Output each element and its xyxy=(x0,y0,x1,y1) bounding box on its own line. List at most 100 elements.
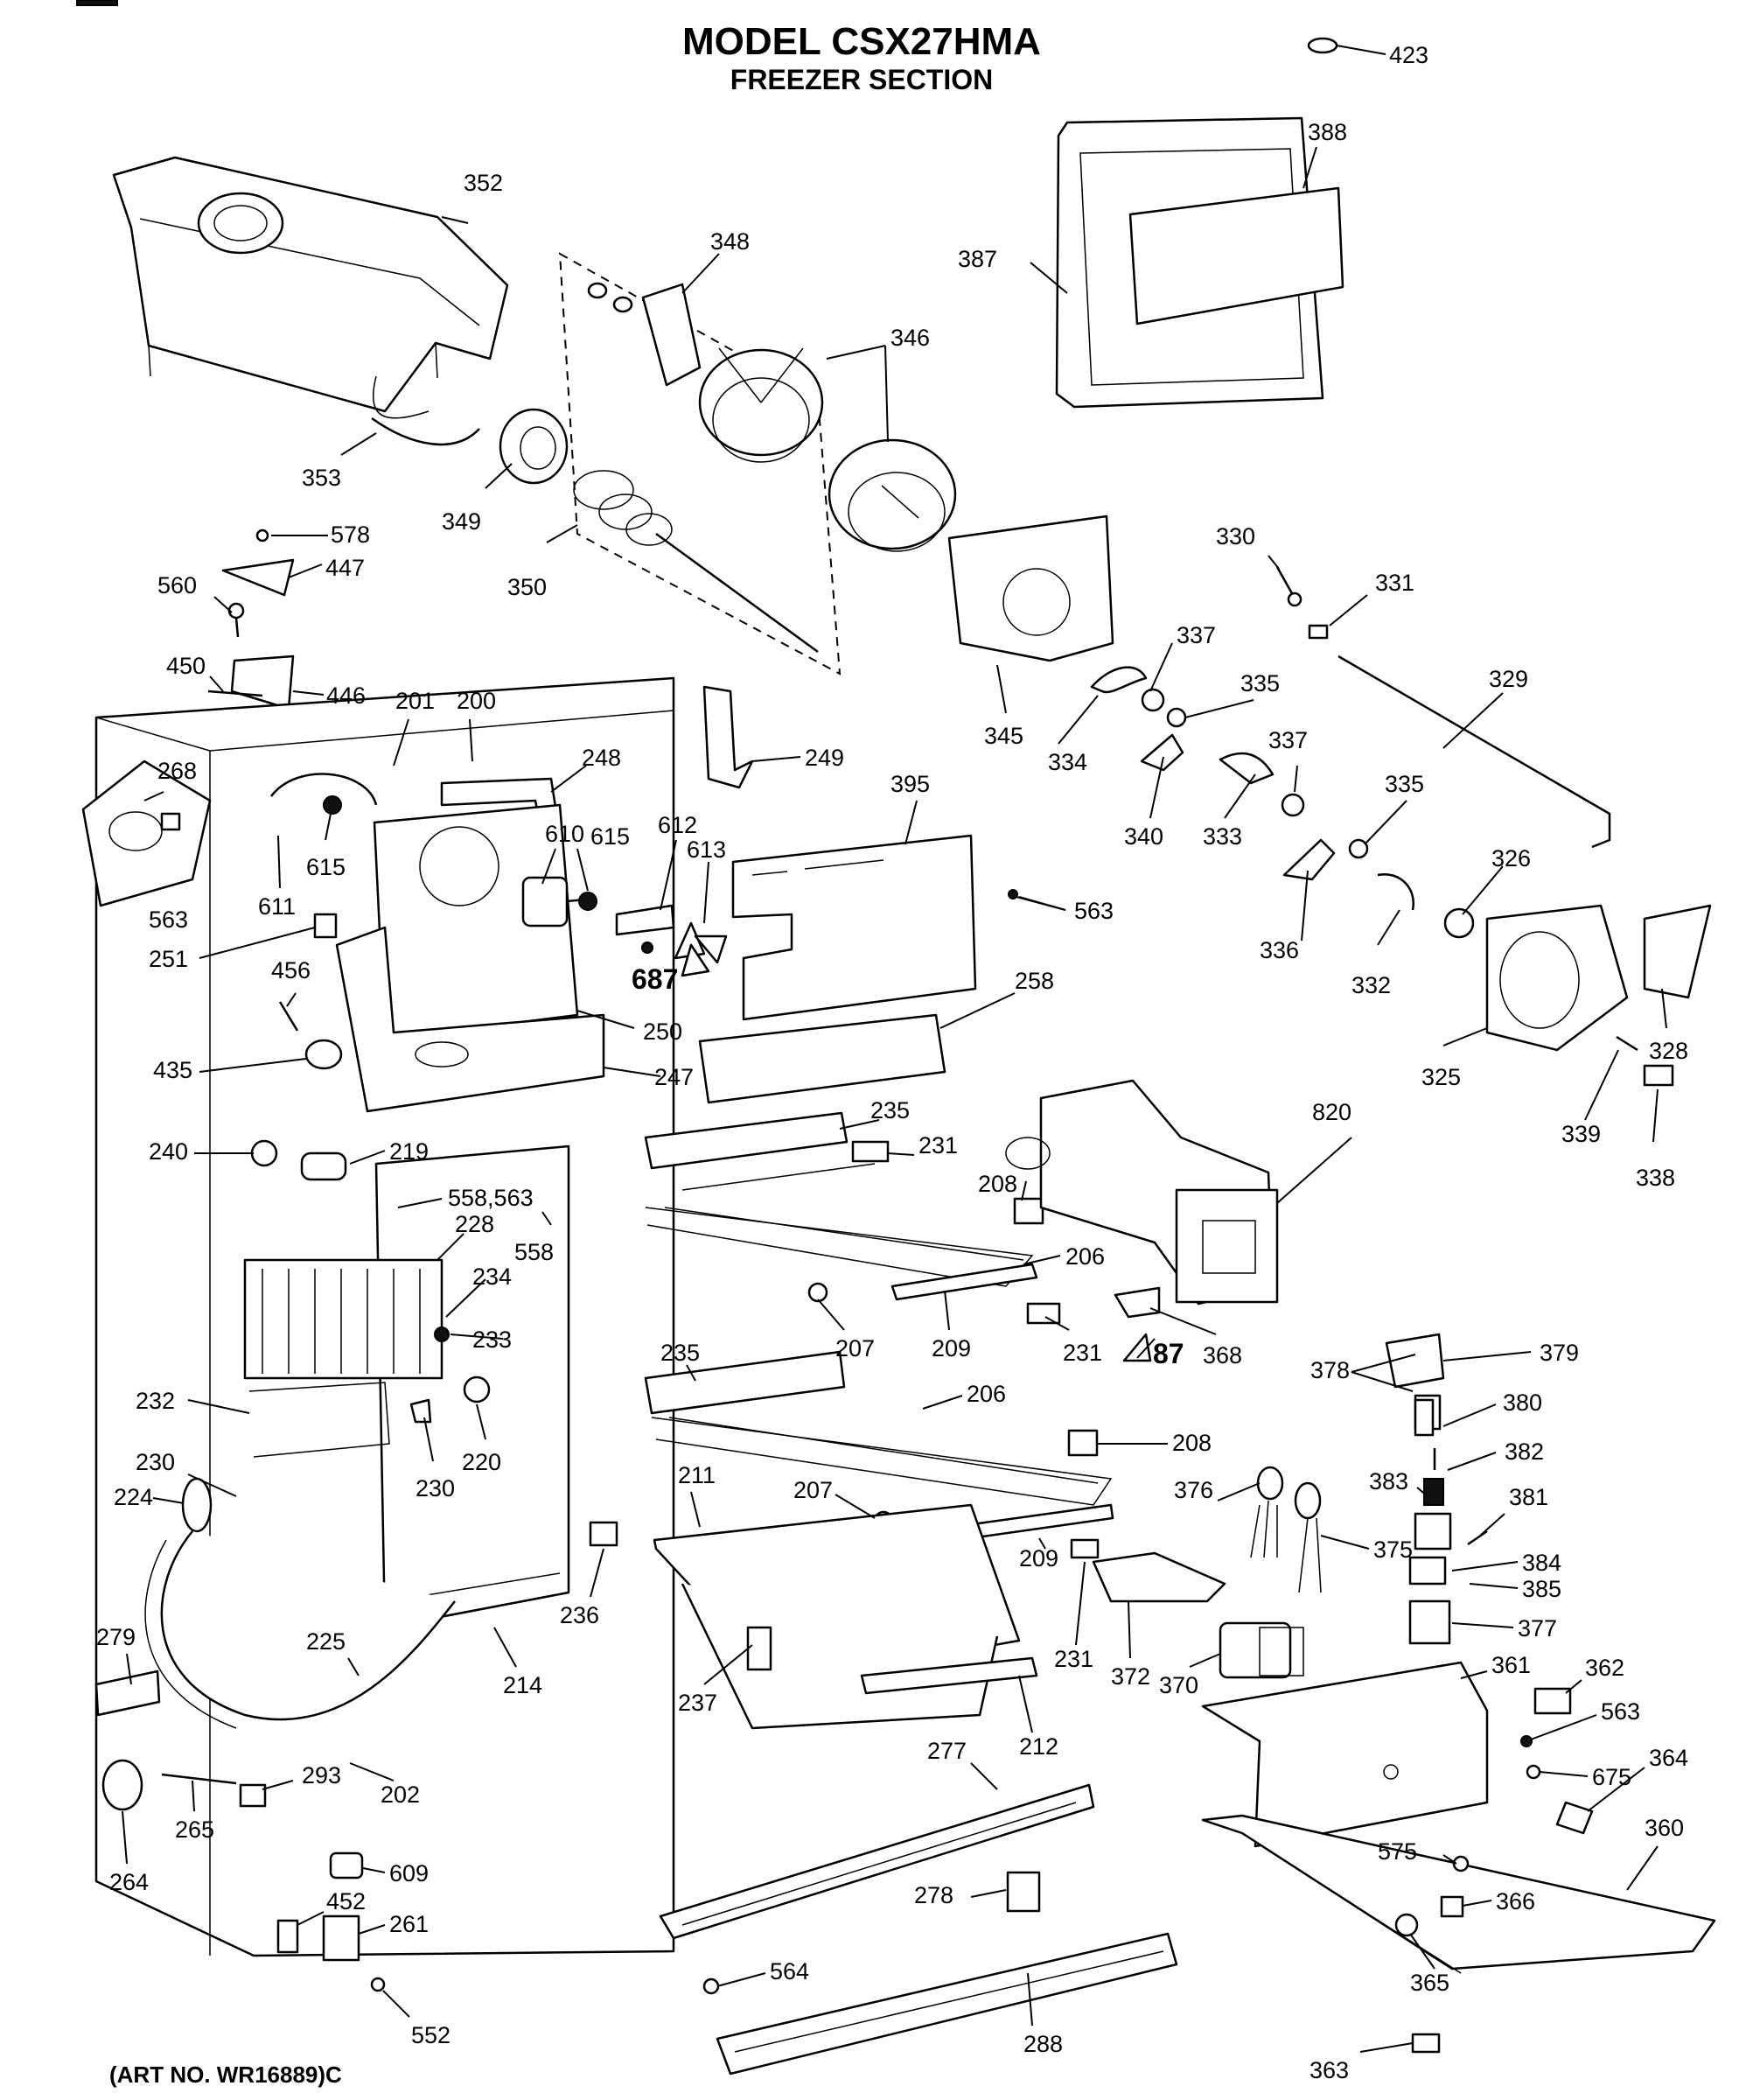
part-578-screw xyxy=(255,528,269,542)
label-206a: 206 xyxy=(1065,1243,1105,1270)
label-325: 325 xyxy=(1421,1064,1461,1090)
label-383: 383 xyxy=(1369,1468,1408,1494)
label-379: 379 xyxy=(1540,1340,1579,1366)
part-360-drip-tray xyxy=(1201,1814,1716,1974)
label-350: 350 xyxy=(507,574,547,600)
part-611-bracket xyxy=(270,773,378,806)
part-329-rod xyxy=(1337,654,1611,849)
label-329: 329 xyxy=(1489,666,1528,692)
label-360: 360 xyxy=(1645,1815,1684,1841)
label-293: 293 xyxy=(302,1762,341,1788)
part-331-clip xyxy=(1308,624,1329,640)
label-235a: 235 xyxy=(870,1097,910,1124)
part-375-harness xyxy=(1294,1481,1322,1593)
label-202: 202 xyxy=(381,1782,420,1808)
label-395: 395 xyxy=(890,771,930,797)
part-231c-support xyxy=(1070,1538,1100,1559)
part-563b-screw xyxy=(1008,889,1018,900)
part-207a-nut xyxy=(807,1282,828,1303)
label-212: 212 xyxy=(1019,1733,1058,1760)
part-325-motor xyxy=(1443,904,1629,1052)
label-251: 251 xyxy=(149,946,188,972)
part-337b-spring xyxy=(1281,793,1305,817)
label-264: 264 xyxy=(109,1869,149,1895)
label-268: 268 xyxy=(157,758,197,784)
label-611: 611 xyxy=(258,893,296,920)
part-278-bracket xyxy=(1006,1871,1041,1913)
label-552: 552 xyxy=(411,2022,450,2048)
label-207b: 207 xyxy=(793,1477,833,1503)
label-615b: 615 xyxy=(590,823,630,850)
label-612: 612 xyxy=(658,812,697,838)
label-211: 211 xyxy=(678,1462,716,1488)
part-615b-nut xyxy=(578,892,597,911)
label-563a: 563 xyxy=(149,906,188,933)
label-387: 387 xyxy=(958,246,997,272)
label-337b: 337 xyxy=(1268,727,1308,753)
label-332: 332 xyxy=(1351,972,1391,998)
part-219-heater xyxy=(300,1152,347,1181)
part-346-crusher-drums xyxy=(698,347,957,552)
label-337a: 337 xyxy=(1177,622,1216,648)
part-208b-clip xyxy=(1067,1429,1099,1457)
label-231b: 231 xyxy=(1063,1340,1102,1366)
label-225: 225 xyxy=(306,1628,346,1655)
part-258-duct xyxy=(698,1013,946,1104)
label-279: 279 xyxy=(96,1624,136,1650)
part-687a-screw xyxy=(641,942,653,954)
label-345: 345 xyxy=(984,723,1023,749)
label-575: 575 xyxy=(1378,1838,1417,1865)
leader-lines xyxy=(122,146,1667,2053)
part-247-evaporator-cover xyxy=(335,926,605,1113)
label-340: 340 xyxy=(1124,823,1163,850)
label-564: 564 xyxy=(770,1958,809,1984)
part-675-screw xyxy=(1526,1764,1541,1780)
part-687b-screw xyxy=(1122,1333,1152,1362)
label-209b: 209 xyxy=(1019,1545,1058,1572)
part-384-block xyxy=(1408,1556,1447,1586)
part-332-arm xyxy=(1377,872,1415,911)
part-564-screw xyxy=(702,1978,720,1995)
label-334: 334 xyxy=(1048,749,1087,775)
part-338-clip xyxy=(1643,1064,1674,1087)
part-446-hinge xyxy=(230,654,295,710)
label-687a: 687 xyxy=(632,963,678,995)
label-382: 382 xyxy=(1505,1438,1544,1465)
label-233: 233 xyxy=(472,1326,512,1353)
label-558-563: 558,563 xyxy=(448,1185,534,1211)
part-368-bracket xyxy=(1114,1286,1161,1319)
part-353-wire xyxy=(371,416,480,446)
part-349-ring xyxy=(499,408,569,485)
part-552-screw xyxy=(370,1977,386,1992)
part-395-panel xyxy=(731,834,977,1021)
part-609-hinge-pin xyxy=(329,1852,364,1880)
label-376: 376 xyxy=(1174,1477,1213,1503)
part-615a-nut xyxy=(323,795,342,815)
part-264-plug xyxy=(101,1759,143,1811)
label-563b: 563 xyxy=(1074,898,1114,924)
part-350-auger xyxy=(573,470,819,654)
label-248: 248 xyxy=(582,745,621,771)
part-231b-support xyxy=(1026,1302,1061,1325)
label-250: 250 xyxy=(643,1018,682,1045)
label-610: 610 xyxy=(545,821,584,847)
shelf-upper xyxy=(644,1111,1061,1325)
label-450: 450 xyxy=(166,653,206,679)
part-376-harness xyxy=(1250,1466,1284,1558)
label-234: 234 xyxy=(472,1264,512,1290)
label-209a: 209 xyxy=(932,1335,971,1362)
label-207a: 207 xyxy=(835,1335,875,1362)
part-224-drain-tube xyxy=(144,1477,456,1729)
corner-mark xyxy=(76,0,118,6)
label-675: 675 xyxy=(1592,1764,1631,1790)
label-261: 261 xyxy=(389,1911,429,1937)
part-447-bracket xyxy=(221,558,295,597)
label-277: 277 xyxy=(927,1738,967,1764)
label-338: 338 xyxy=(1636,1165,1675,1191)
part-345-bracket xyxy=(947,514,1114,662)
part-340-cam xyxy=(1140,733,1184,772)
label-333: 333 xyxy=(1203,823,1242,850)
part-220-grommet xyxy=(463,1376,491,1404)
label-278: 278 xyxy=(914,1882,953,1908)
